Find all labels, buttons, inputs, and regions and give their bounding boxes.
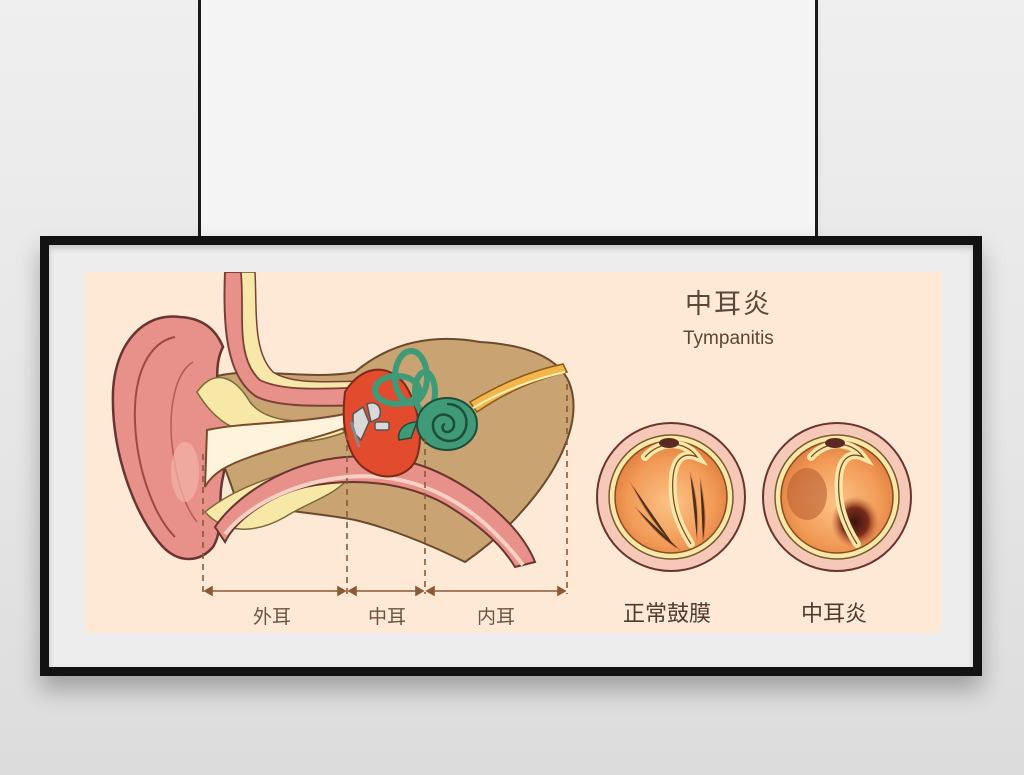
hanger-wire-left (198, 0, 201, 236)
frame-mat: 中耳炎 Tympanitis 外耳 中耳 内耳 正常鼓膜 中耳炎 (49, 245, 973, 667)
label-outer-ear: 外耳 (253, 606, 292, 628)
normal-eardrum-illustration (596, 422, 746, 572)
poster-title: 中耳炎 (685, 289, 772, 320)
label-middle-ear: 中耳 (368, 606, 407, 628)
ear-diagram (111, 272, 912, 597)
poster: 中耳炎 Tympanitis 外耳 中耳 内耳 正常鼓膜 中耳炎 (85, 272, 941, 633)
caption-normal-eardrum: 正常鼓膜 (623, 602, 712, 627)
poster-subtitle: Tympanitis (683, 328, 774, 349)
semicircular-canals (372, 348, 438, 415)
region-dividers (202, 384, 568, 594)
cochlea (397, 397, 478, 451)
auditory-nerve (468, 363, 569, 414)
wall-board (201, 0, 818, 236)
hanger-wire-right (815, 0, 818, 236)
inflamed-eardrum-illustration (762, 422, 912, 572)
ear-canal (204, 412, 363, 488)
ossicles (349, 402, 390, 448)
picture-frame: 中耳炎 Tympanitis 外耳 中耳 内耳 正常鼓膜 中耳炎 (40, 236, 982, 676)
label-inner-ear: 内耳 (477, 606, 516, 628)
region-arrows (203, 585, 567, 597)
caption-tympanitis: 中耳炎 (801, 602, 868, 627)
